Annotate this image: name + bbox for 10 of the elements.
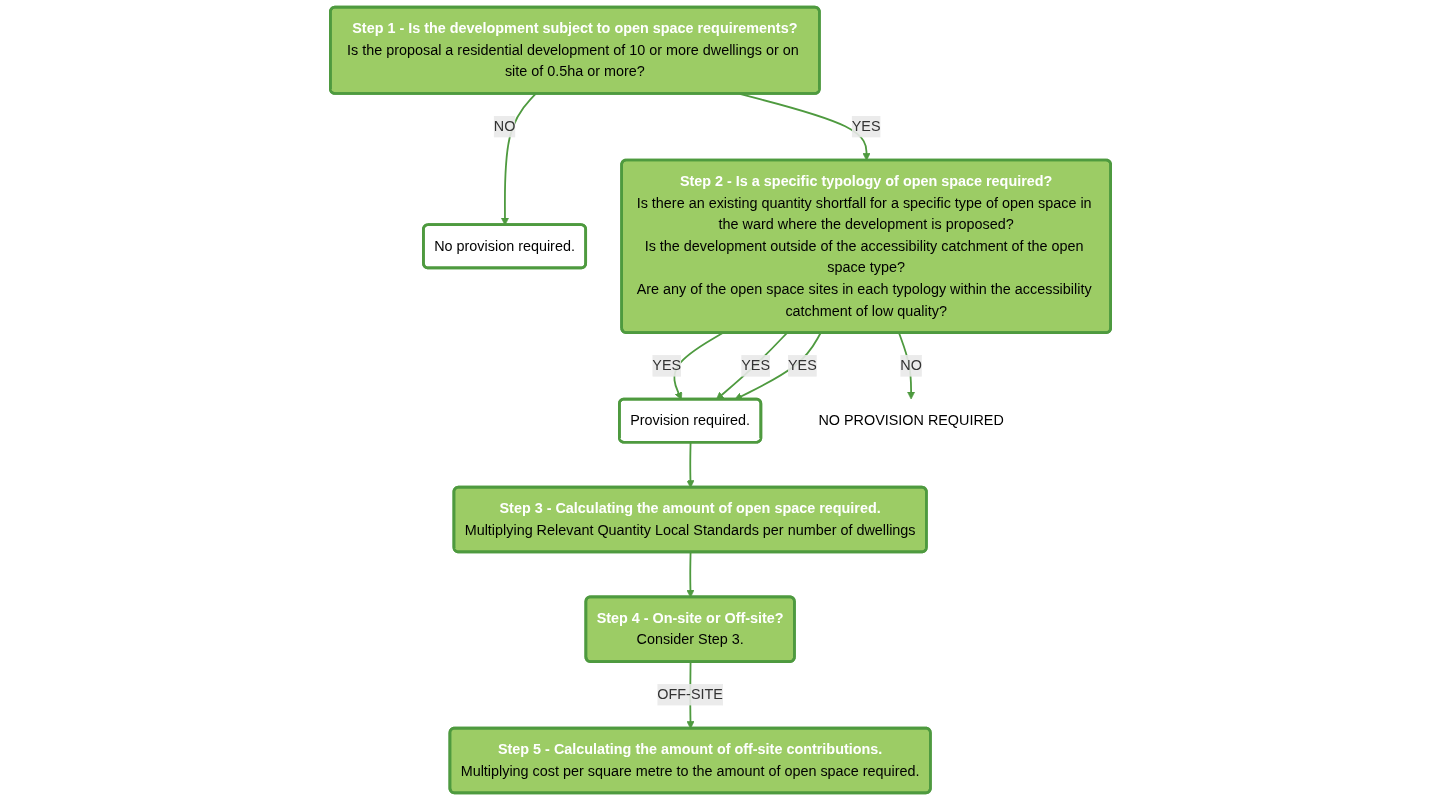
- edge-label: NO: [900, 357, 922, 374]
- edge-label: OFF-SITE: [657, 686, 723, 703]
- edge-label: YES: [741, 357, 771, 374]
- edge-label: YES: [851, 118, 881, 134]
- edge-label: YES: [788, 357, 817, 374]
- edge-label: YES: [652, 357, 682, 374]
- edge-label: NO: [493, 118, 516, 134]
- node-text: NO PROVISION REQUIRED: [818, 412, 1004, 428]
- arrow: [716, 332, 788, 400]
- arrow: [734, 332, 822, 400]
